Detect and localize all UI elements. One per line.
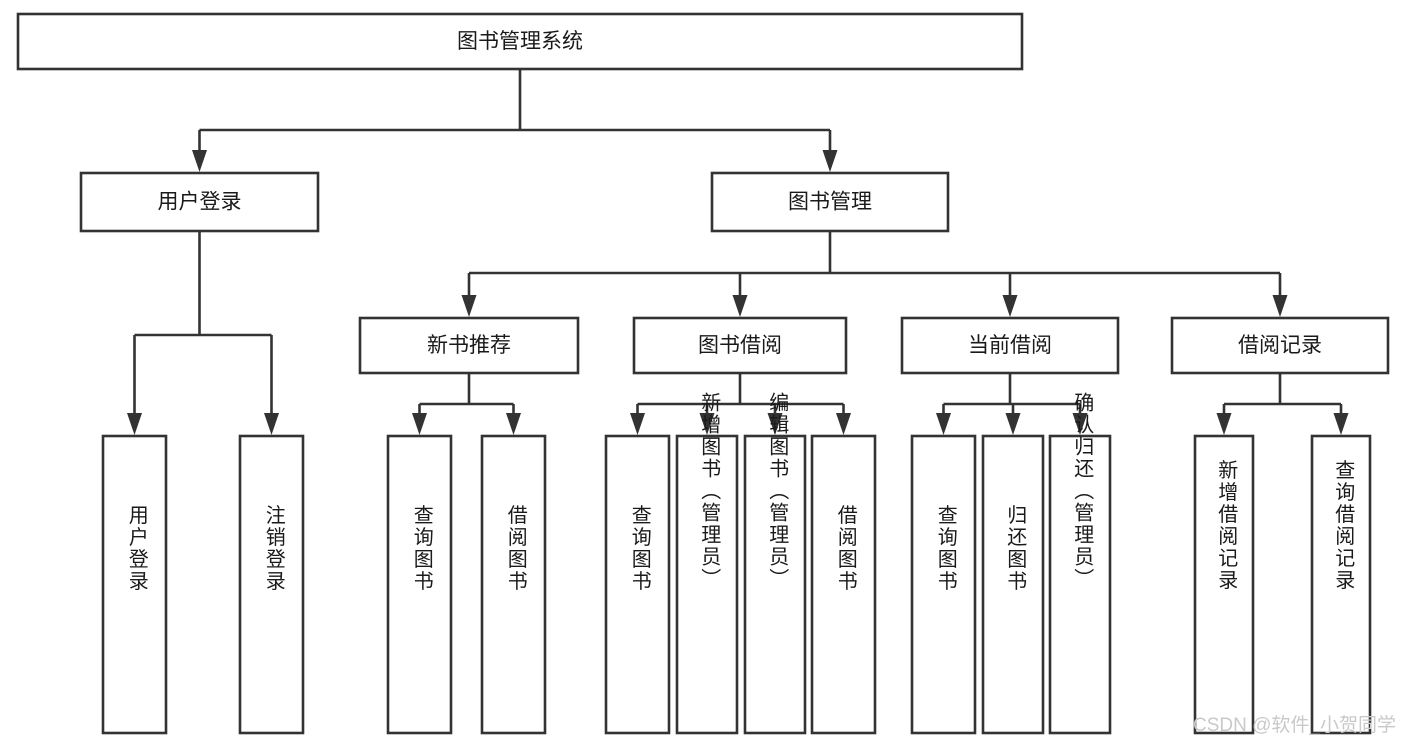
arrow-head-icon xyxy=(1272,295,1288,317)
arrow-head-icon xyxy=(461,295,477,317)
node-label-new-book-recommend: 新书推荐 xyxy=(427,334,511,357)
node-leaf-return-book[interactable]: 归还图书 xyxy=(981,434,1045,735)
node-box-leaf-query-book-borrow[interactable] xyxy=(604,434,671,735)
node-box-leaf-query-book-recommend[interactable] xyxy=(386,434,453,735)
node-box-leaf-add-borrow-record[interactable] xyxy=(1193,434,1255,735)
node-leaf-add-book[interactable]: 新增图书（管理员） xyxy=(675,392,739,735)
arrow-head-icon xyxy=(1005,413,1021,435)
node-root[interactable]: 图书管理系统 xyxy=(16,12,1024,71)
node-leaf-confirm-return[interactable]: 确认归还（管理员） xyxy=(1048,392,1112,735)
node-label-root: 图书管理系统 xyxy=(457,30,583,53)
node-label-leaf-return-book: 归还图书 xyxy=(1004,504,1027,592)
node-label-leaf-borrow-book-recommend: 借阅图书 xyxy=(504,504,527,592)
arrow-head-icon xyxy=(1333,413,1349,435)
node-label-user-login: 用户登录 xyxy=(158,191,242,214)
arrow-head-icon xyxy=(767,413,783,435)
node-borrow-record[interactable]: 借阅记录 xyxy=(1170,316,1390,375)
node-label-leaf-logout: 注销登录 xyxy=(262,504,285,592)
node-box-borrow-record[interactable] xyxy=(1170,316,1390,375)
node-box-leaf-logout[interactable] xyxy=(238,434,305,735)
node-box-book-manage[interactable] xyxy=(710,171,950,233)
node-label-leaf-edit-book: 编辑图书（管理员） xyxy=(766,392,789,590)
node-user-login[interactable]: 用户登录 xyxy=(79,171,320,233)
arrow-head-icon xyxy=(412,413,427,435)
node-box-leaf-user-login[interactable] xyxy=(101,434,168,735)
node-box-leaf-edit-book[interactable] xyxy=(743,434,807,735)
arrow-head-icon xyxy=(192,150,207,172)
node-box-user-login[interactable] xyxy=(79,171,320,233)
node-label-book-borrow: 图书借阅 xyxy=(698,334,782,357)
arrow-head-icon xyxy=(1072,413,1088,435)
node-label-leaf-query-book-borrow: 查询图书 xyxy=(628,504,651,592)
node-box-root[interactable] xyxy=(16,12,1024,71)
node-current-borrow[interactable]: 当前借阅 xyxy=(900,316,1120,375)
connector-group-current-to-leaves xyxy=(936,373,1088,435)
node-leaf-query-book-borrow[interactable]: 查询图书 xyxy=(604,434,671,735)
node-box-leaf-query-book-current[interactable] xyxy=(910,434,977,735)
arrow-head-icon xyxy=(264,413,279,435)
node-book-borrow[interactable]: 图书借阅 xyxy=(632,316,848,375)
node-label-leaf-query-book-current: 查询图书 xyxy=(934,504,957,592)
node-leaf-borrow-book[interactable]: 借阅图书 xyxy=(810,434,877,735)
nodes-layer: 图书管理系统用户登录图书管理新书推荐图书借阅当前借阅借阅记录用户登录注销登录查询… xyxy=(16,12,1390,735)
arrow-head-icon xyxy=(1002,295,1018,317)
node-label-leaf-user-login: 用户登录 xyxy=(125,505,148,593)
node-label-book-manage: 图书管理 xyxy=(788,191,872,214)
node-leaf-edit-book[interactable]: 编辑图书（管理员） xyxy=(743,392,807,735)
node-leaf-borrow-book-recommend[interactable]: 借阅图书 xyxy=(480,434,547,735)
connector-group-root-to-level1 xyxy=(192,69,838,172)
node-box-leaf-query-borrow-record[interactable] xyxy=(1310,434,1372,735)
node-new-book-recommend[interactable]: 新书推荐 xyxy=(358,316,580,375)
node-label-current-borrow: 当前借阅 xyxy=(968,334,1052,357)
arrow-head-icon xyxy=(732,295,748,317)
arrow-head-icon xyxy=(699,413,715,435)
node-leaf-query-borrow-record[interactable]: 查询借阅记录 xyxy=(1310,434,1372,735)
node-label-leaf-confirm-return: 确认归还（管理员） xyxy=(1071,392,1094,590)
node-box-current-borrow[interactable] xyxy=(900,316,1120,375)
node-box-book-borrow[interactable] xyxy=(632,316,848,375)
watermark-label: CSDN @软件_小贺同学 xyxy=(1193,714,1396,736)
node-label-leaf-query-book-recommend: 查询图书 xyxy=(410,504,433,592)
node-label-leaf-add-borrow-record: 新增借阅记录 xyxy=(1215,459,1238,591)
arrow-head-icon xyxy=(836,413,851,435)
node-box-new-book-recommend[interactable] xyxy=(358,316,580,375)
arrow-head-icon xyxy=(1216,413,1232,435)
connector-group-user-login-to-leaves xyxy=(127,231,279,435)
node-label-leaf-add-book: 新增图书（管理员） xyxy=(698,392,721,590)
connectors-layer xyxy=(127,69,1349,435)
arrow-head-icon xyxy=(936,413,951,435)
node-box-leaf-return-book[interactable] xyxy=(981,434,1045,735)
node-leaf-query-book-recommend[interactable]: 查询图书 xyxy=(386,434,453,735)
node-box-leaf-add-book[interactable] xyxy=(675,434,739,735)
node-leaf-user-login[interactable]: 用户登录 xyxy=(101,434,168,735)
node-box-leaf-borrow-book-recommend[interactable] xyxy=(480,434,547,735)
node-leaf-add-borrow-record[interactable]: 新增借阅记录 xyxy=(1193,434,1255,735)
connector-group-record-to-leaves xyxy=(1216,373,1349,435)
node-label-borrow-record: 借阅记录 xyxy=(1238,334,1322,357)
arrow-head-icon xyxy=(630,413,645,435)
node-box-leaf-confirm-return[interactable] xyxy=(1048,434,1112,735)
node-leaf-query-book-current[interactable]: 查询图书 xyxy=(910,434,977,735)
node-box-leaf-borrow-book[interactable] xyxy=(810,434,877,735)
connector-group-book-manage-to-level2 xyxy=(461,231,1288,317)
arrow-head-icon xyxy=(822,150,838,172)
node-label-leaf-query-borrow-record: 查询借阅记录 xyxy=(1332,459,1355,591)
node-label-leaf-borrow-book: 借阅图书 xyxy=(834,504,857,592)
arrow-head-icon xyxy=(127,413,142,435)
connector-group-borrow-to-leaves xyxy=(630,373,851,435)
node-book-manage[interactable]: 图书管理 xyxy=(710,171,950,233)
node-leaf-logout[interactable]: 注销登录 xyxy=(238,434,305,735)
connector-group-recommend-to-leaves xyxy=(412,373,521,435)
arrow-head-icon xyxy=(506,413,521,435)
